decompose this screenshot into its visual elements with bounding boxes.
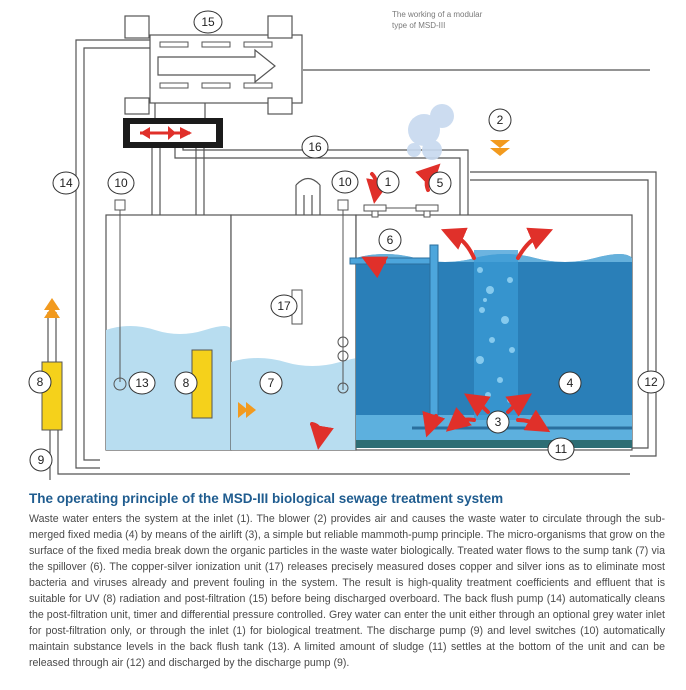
flow-arrows bbox=[310, 163, 554, 450]
svg-text:6: 6 bbox=[387, 233, 394, 247]
callout-2: 2 bbox=[488, 108, 512, 132]
tank-body bbox=[105, 199, 633, 451]
svg-text:8: 8 bbox=[37, 375, 44, 389]
svg-text:9: 9 bbox=[38, 453, 45, 467]
callout-12: 12 bbox=[637, 370, 665, 394]
inflow-arrow-icon bbox=[238, 402, 256, 418]
callout-10a: 10 bbox=[107, 171, 135, 195]
callout-labels: 15 2 16 14 10 10 1 5 6 17 8 13 8 7 4 12 … bbox=[28, 10, 665, 472]
svg-text:15: 15 bbox=[201, 15, 215, 29]
air-inlet-arrow-icon bbox=[490, 140, 510, 156]
svg-text:10: 10 bbox=[114, 176, 128, 190]
red-arrow-icon bbox=[180, 127, 192, 139]
discharge-arrow-icon bbox=[44, 298, 60, 318]
callout-6: 6 bbox=[378, 228, 402, 252]
caption-line-1: The working of a modular bbox=[392, 10, 483, 19]
callout-16: 16 bbox=[301, 135, 329, 159]
air-exhaust-clouds bbox=[407, 104, 454, 160]
red-arrow-icon bbox=[168, 126, 176, 140]
svg-text:2: 2 bbox=[497, 113, 504, 127]
svg-text:7: 7 bbox=[268, 376, 275, 390]
svg-text:11: 11 bbox=[555, 442, 568, 456]
svg-text:13: 13 bbox=[135, 376, 149, 390]
section-heading: The operating principle of the MSD-III b… bbox=[29, 491, 504, 506]
callout-3: 3 bbox=[486, 410, 510, 434]
callout-14: 14 bbox=[52, 171, 80, 195]
callout-15: 15 bbox=[193, 10, 223, 34]
callout-9: 9 bbox=[29, 448, 53, 472]
callout-1: 1 bbox=[376, 170, 400, 194]
caption-line-2: type of MSD-III bbox=[392, 21, 446, 30]
filter-arrow-icon bbox=[157, 48, 276, 84]
callout-11: 11 bbox=[547, 437, 575, 461]
svg-text:12: 12 bbox=[644, 375, 658, 389]
svg-text:10: 10 bbox=[338, 175, 352, 189]
svg-text:14: 14 bbox=[59, 176, 73, 190]
callout-17: 17 bbox=[270, 294, 298, 318]
svg-text:17: 17 bbox=[277, 299, 291, 313]
diagram-caption: The working of a modular type of MSD-III bbox=[392, 9, 532, 31]
callout-10b: 10 bbox=[331, 170, 359, 194]
svg-text:3: 3 bbox=[495, 415, 502, 429]
callout-4: 4 bbox=[558, 371, 582, 395]
callout-8a: 8 bbox=[28, 370, 52, 394]
callout-7: 7 bbox=[259, 371, 283, 395]
sewage-system-diagram: 15 2 16 14 10 10 1 5 6 17 8 13 8 7 4 12 … bbox=[28, 10, 665, 480]
callout-13: 13 bbox=[128, 371, 156, 395]
post-filtration-unit bbox=[124, 15, 303, 115]
valve-block bbox=[123, 118, 223, 148]
description-paragraph: Waste water enters the system at the inl… bbox=[29, 513, 665, 669]
red-arrow-icon bbox=[140, 127, 150, 139]
svg-text:4: 4 bbox=[567, 376, 574, 390]
callout-5: 5 bbox=[428, 171, 452, 195]
svg-text:16: 16 bbox=[308, 140, 322, 154]
svg-text:8: 8 bbox=[183, 376, 190, 390]
callout-8b: 8 bbox=[174, 371, 198, 395]
svg-text:5: 5 bbox=[437, 176, 444, 190]
svg-text:1: 1 bbox=[385, 175, 392, 189]
